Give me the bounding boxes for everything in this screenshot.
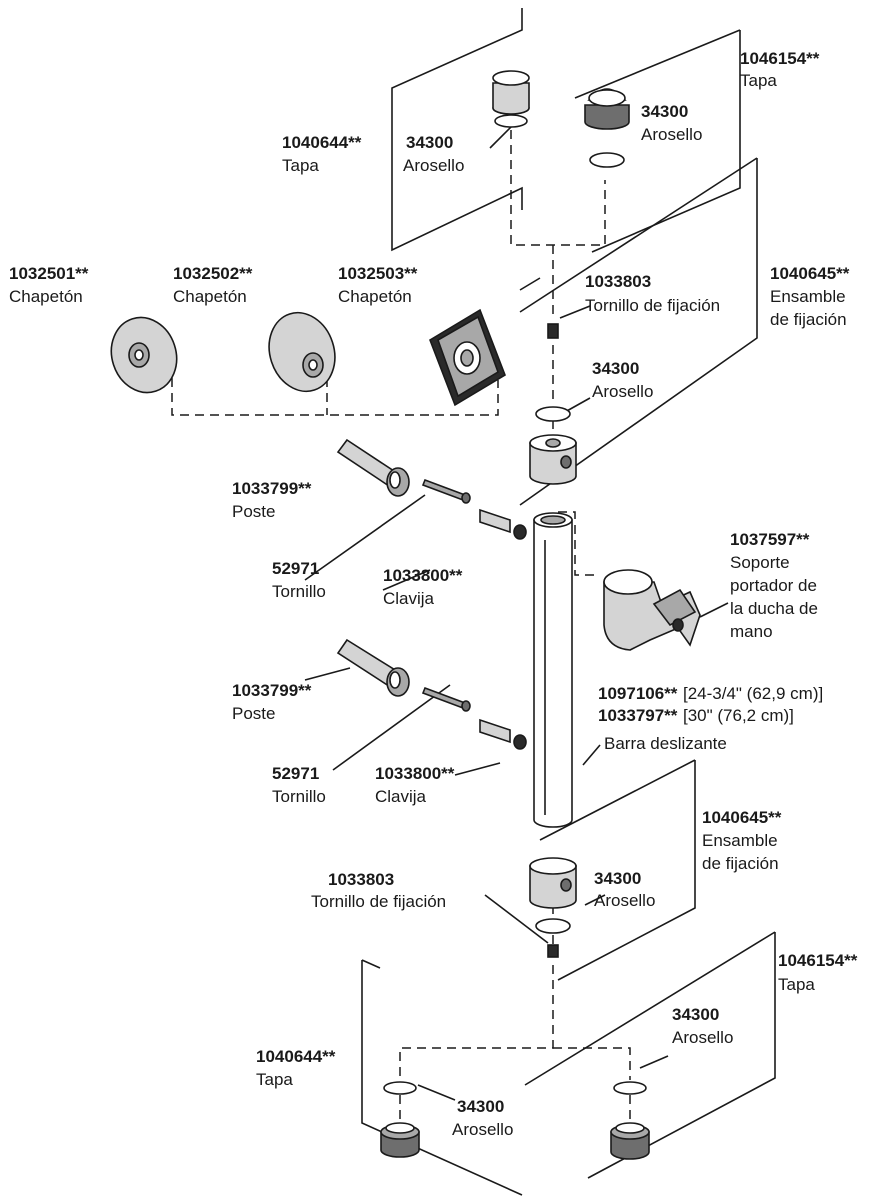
escutcheon-1-part: 1032501** [9, 264, 89, 283]
oring-bottom-left-name: Arosello [452, 1120, 513, 1139]
mount-top-name-1: Ensamble [770, 287, 846, 306]
escutcheon-1-name: Chapetón [9, 287, 83, 306]
setscrew-top-part: 1033803 [585, 272, 651, 291]
holder-part: 1037597** [730, 530, 810, 549]
holder-name-1: Soporte [730, 553, 790, 572]
o-ring-mount-bottom [535, 918, 571, 934]
mount-block-bottom [529, 857, 577, 909]
pin-bottom-name: Clavija [375, 787, 427, 806]
escutcheon-round-2 [268, 311, 336, 393]
holder-name-3: la ducha de [730, 599, 818, 618]
post-bottom [336, 638, 410, 697]
cap-bottom-right-name: Tapa [778, 975, 815, 994]
cap-top-left [492, 70, 530, 115]
setscrew-top-name: Tornillo de fijación [585, 296, 720, 315]
mount-top-name-2: de fijación [770, 310, 847, 329]
oring-mount-top-part: 34300 [592, 359, 639, 378]
oring-top-left-part: 34300 [406, 133, 453, 152]
oring-bottom-right-part: 34300 [672, 1005, 719, 1024]
hand-shower-holder [603, 569, 701, 651]
escutcheon-round-1 [110, 316, 178, 394]
bar-part-1: 1097106** [598, 684, 678, 703]
set-screw-bottom [547, 944, 559, 958]
post-top-part: 1033799** [232, 479, 312, 498]
cap-bottom-left-part: 1040644** [256, 1047, 336, 1066]
oring-top-left-name: Arosello [403, 156, 464, 175]
o-ring-bottom-right [613, 1081, 647, 1095]
bar-size-2: [30" (76,2 cm)] [683, 706, 794, 725]
screw-top-name: Tornillo [272, 582, 326, 601]
set-screw-top [547, 323, 559, 339]
pin-top [479, 508, 527, 540]
oring-mount-top-name: Arosello [592, 382, 653, 401]
cap-top-right [584, 88, 630, 130]
pin-bottom [479, 718, 527, 750]
oring-bottom-left-part: 34300 [457, 1097, 504, 1116]
oring-mount-bottom-part: 34300 [594, 869, 641, 888]
mount-top-part: 1040645** [770, 264, 850, 283]
pin-top-name: Clavija [383, 589, 435, 608]
post-bottom-name: Poste [232, 704, 275, 723]
post-top-name: Poste [232, 502, 275, 521]
post-top [336, 438, 410, 497]
setscrew-bottom-name: Tornillo de fijación [311, 892, 446, 911]
escutcheon-3-name: Chapetón [338, 287, 412, 306]
pin-bottom-part: 1033800** [375, 764, 455, 783]
o-ring-top-right [589, 152, 625, 168]
screw-bottom-part: 52971 [272, 764, 319, 783]
holder-name-4: mano [730, 622, 773, 641]
cap-top-right-name: Tapa [740, 71, 777, 90]
oring-bottom-right-name: Arosello [672, 1028, 733, 1047]
part-labels: 1046154** Tapa 1040644** Tapa 34300 Aros… [9, 49, 858, 1139]
mount-bottom-name-1: Ensamble [702, 831, 778, 850]
escutcheon-3-part: 1032503** [338, 264, 418, 283]
cap-bottom-right [610, 1122, 650, 1160]
cap-bottom-left [380, 1122, 420, 1158]
escutcheon-square [429, 308, 506, 407]
post-bottom-part: 1033799** [232, 681, 312, 700]
screw-bottom-name: Tornillo [272, 787, 326, 806]
oring-top-right-part: 34300 [641, 102, 688, 121]
mount-bottom-name-2: de fijación [702, 854, 779, 873]
bar-name: Barra deslizante [604, 734, 727, 753]
screw-bottom [421, 686, 471, 712]
escutcheon-2-name: Chapetón [173, 287, 247, 306]
pin-top-part: 1033800** [383, 566, 463, 585]
bar-part-2: 1033797** [598, 706, 678, 725]
cap-bottom-left-name: Tapa [256, 1070, 293, 1089]
escutcheon-2-part: 1032502** [173, 264, 253, 283]
cap-top-right-part: 1046154** [740, 49, 820, 68]
cap-top-left-name: Tapa [282, 156, 319, 175]
oring-top-right-name: Arosello [641, 125, 702, 144]
panel-planes [361, 8, 776, 1196]
mount-bottom-part: 1040645** [702, 808, 782, 827]
slide-bar [533, 512, 573, 828]
holder-name-2: portador de [730, 576, 817, 595]
o-ring-mount-top [535, 406, 571, 422]
mount-block-top [529, 434, 577, 485]
cap-top-left-part: 1040644** [282, 133, 362, 152]
o-ring-bottom-left [383, 1081, 417, 1095]
screw-top [421, 478, 471, 504]
o-ring-top-left [494, 114, 528, 128]
setscrew-bottom-part: 1033803 [328, 870, 394, 889]
cap-bottom-right-part: 1046154** [778, 951, 858, 970]
bar-size-1: [24-3/4" (62,9 cm)] [683, 684, 823, 703]
oring-mount-bottom-name: Arosello [594, 891, 655, 910]
screw-top-part: 52971 [272, 559, 319, 578]
